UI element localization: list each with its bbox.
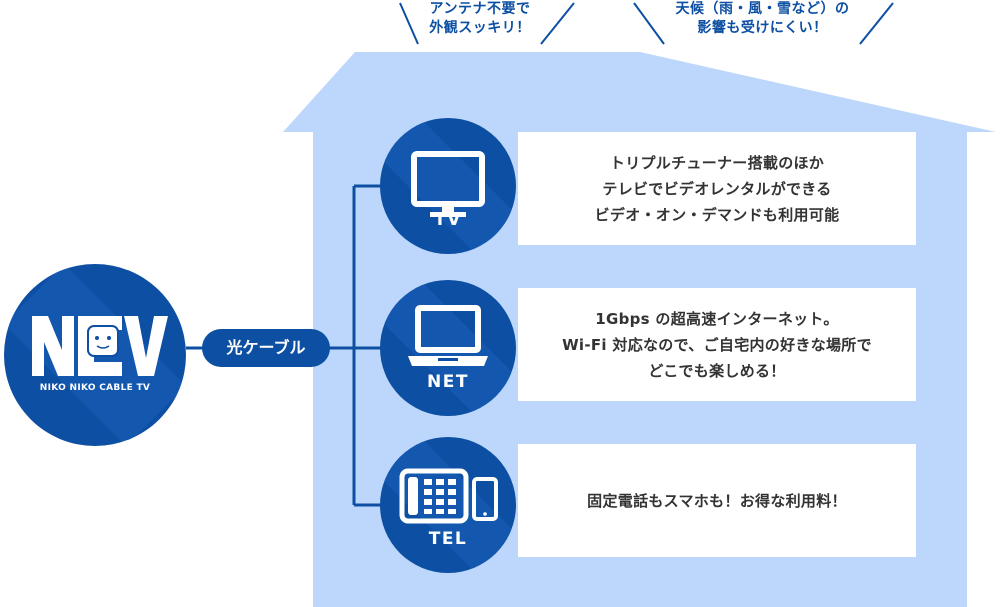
callout-antenna-line-1: アンテナ不要で	[429, 1, 531, 17]
service-net-circle: NET	[380, 280, 516, 416]
callout-antenna: アンテナ不要で 外観スッキリ！	[405, 0, 555, 38]
service-tv-label: TV	[434, 210, 462, 230]
service-tv-line-1: トリプルチューナー搭載のほか	[609, 153, 825, 172]
callout-weather-line-2: 影響も受けにくい！	[697, 20, 828, 36]
service-tv-line-3: ビデオ・オン・デマンドも利用可能	[594, 205, 840, 224]
logo-tagline: NIKO NIKO CABLE TV	[39, 383, 151, 393]
laptop-icon	[380, 280, 516, 416]
service-tel-circle: TEL	[380, 437, 516, 573]
service-net-description: 1Gbps の超高速インターネット。 Wi-Fi 対応なので、ご自宅内の好きな場…	[518, 288, 916, 401]
service-tv-line-2: テレビでビデオレンタルができる	[602, 179, 832, 198]
service-net-label: NET	[427, 372, 469, 392]
tv-icon	[380, 118, 516, 254]
ncv-logo: NIKO NIKO CABLE TV	[4, 264, 186, 446]
service-net-line-2: Wi-Fi 対応なので、ご自宅内の好きな場所で	[562, 335, 872, 354]
service-tel-line-1: 固定電話もスマホも！お得な利用料！	[587, 491, 847, 510]
service-net-line-1: 1Gbps の超高速インターネット。	[595, 309, 839, 328]
service-tel-description: 固定電話もスマホも！お得な利用料！	[518, 444, 916, 557]
service-tel-label: TEL	[428, 529, 468, 549]
callout-antenna-line-2: 外観スッキリ！	[429, 20, 531, 36]
phone-icon	[380, 437, 516, 573]
service-tv-circle: TV	[380, 118, 516, 254]
service-tv-description: トリプルチューナー搭載のほか テレビでビデオレンタルができる ビデオ・オン・デマ…	[518, 132, 916, 245]
callout-weather: 天候（雨・風・雪など）の 影響も受けにくい！	[650, 0, 875, 38]
callout-weather-line-1: 天候（雨・風・雪など）の	[675, 1, 850, 17]
service-net-line-3: どこでも楽しめる！	[648, 361, 786, 380]
cable-label: 光ケーブル	[202, 329, 330, 367]
logo-shine	[4, 264, 186, 446]
